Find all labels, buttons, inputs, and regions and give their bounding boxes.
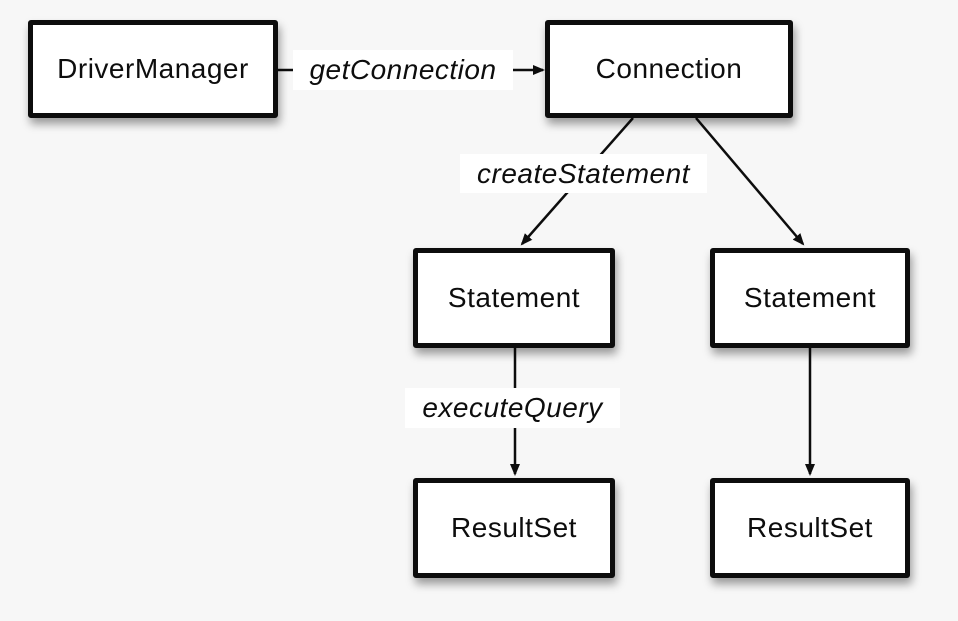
node-connection: Connection <box>545 20 793 118</box>
node-connection-label: Connection <box>595 53 743 84</box>
node-drivermanager: DriverManager <box>28 20 278 118</box>
node-statement-left: Statement <box>413 248 615 348</box>
node-statement-right: Statement <box>710 248 910 348</box>
node-resultset-left: ResultSet <box>413 478 615 578</box>
edge-label-createstatement: createStatement <box>460 154 707 193</box>
node-resultset-left-label: ResultSet <box>451 512 577 543</box>
edge-label-getconnection: getConnection <box>293 50 513 90</box>
edge-label-executequery: executeQuery <box>405 388 620 428</box>
connector-connection-statement-right <box>695 117 805 246</box>
node-drivermanager-label: DriverManager <box>57 53 249 84</box>
node-resultset-right: ResultSet <box>710 478 910 578</box>
node-statement-left-label: Statement <box>447 282 581 313</box>
node-resultset-right-label: ResultSet <box>747 512 873 543</box>
node-statement-right-label: Statement <box>743 282 877 313</box>
